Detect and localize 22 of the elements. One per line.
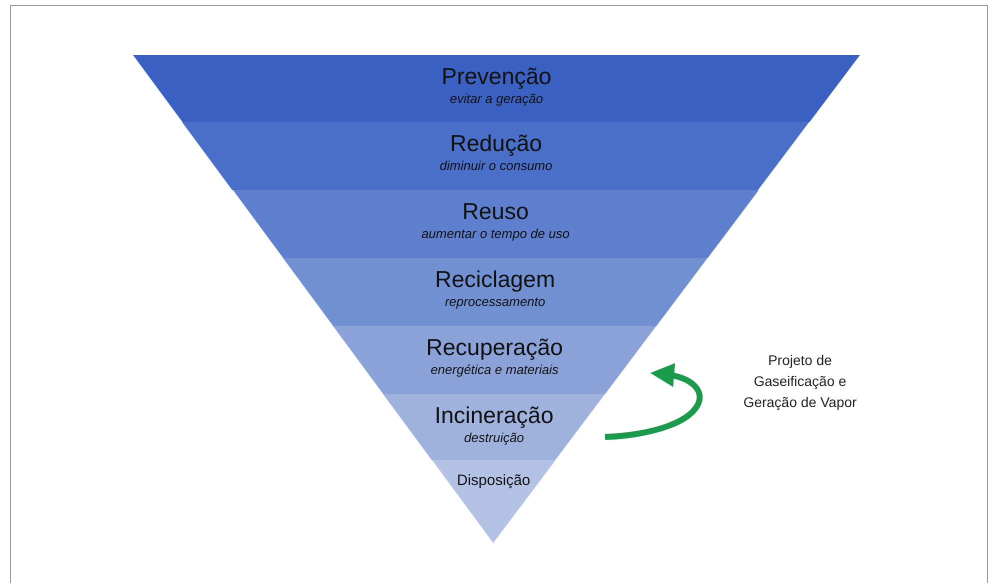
level-description: diminuir o consumo — [438, 158, 554, 174]
level-title: Incineração — [434, 402, 555, 428]
level-title: Recuperação — [425, 334, 564, 360]
pyramid-band — [182, 122, 810, 190]
pyramid-band — [232, 190, 758, 258]
level-description: aumentar o tempo de uso — [420, 226, 571, 242]
pyramid-band — [332, 326, 656, 394]
level-description: evitar a geração — [448, 91, 544, 107]
level-description: destruição — [463, 430, 526, 446]
level-description: energética e materiais — [430, 362, 560, 378]
level-description: reprocessamento — [444, 294, 546, 310]
level-title: Reciclagem — [434, 266, 556, 292]
curved-arrow — [604, 364, 702, 440]
side-note: Projeto de Gaseificação e Geração de Vapor — [742, 351, 858, 412]
level-title: Redução — [448, 130, 544, 156]
level-title: Prevenção — [440, 63, 552, 89]
pyramid-band — [282, 258, 708, 326]
pyramid-band — [383, 394, 606, 460]
level-title: Disposição — [456, 471, 532, 491]
level-title: Reuso — [461, 198, 530, 224]
pyramid-band — [133, 55, 860, 122]
pyramid-tip — [432, 460, 556, 543]
